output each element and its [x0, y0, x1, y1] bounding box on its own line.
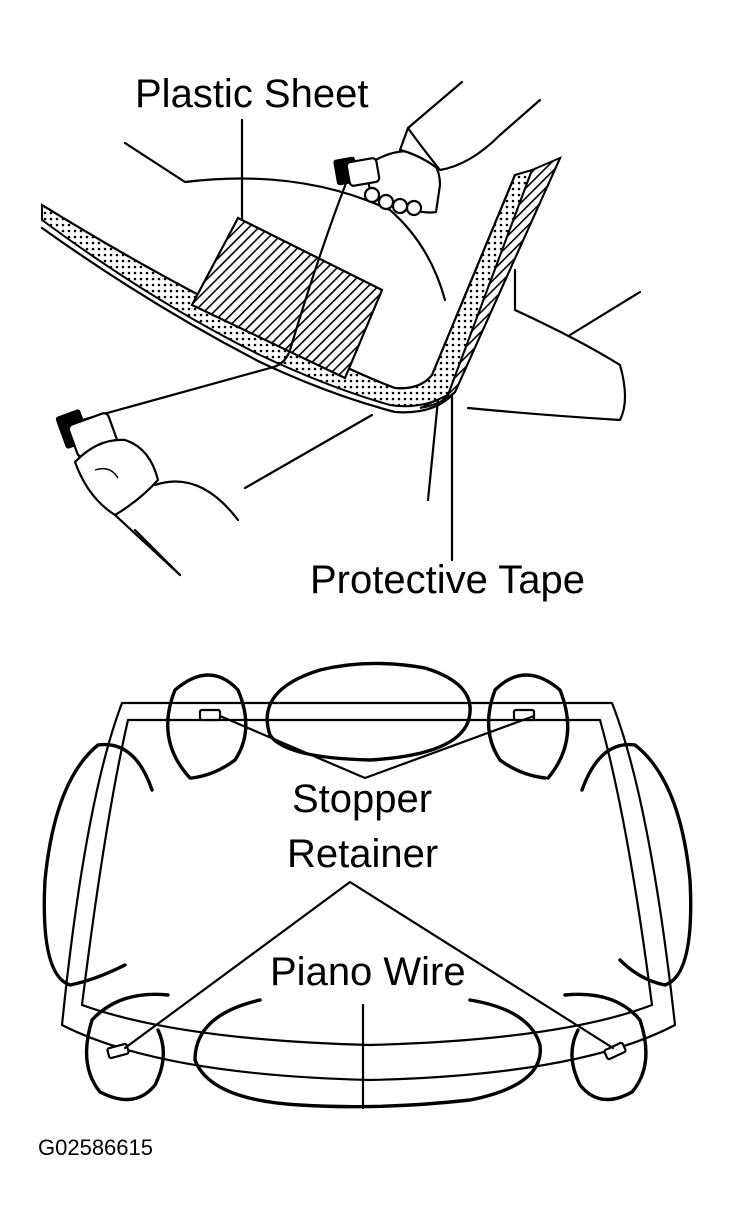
glass-edge-outer	[40, 156, 562, 414]
protective-tape-label: Protective Tape	[310, 558, 585, 602]
pillar-line	[568, 290, 642, 337]
retainer-leader	[123, 880, 615, 1050]
lower-body-line	[243, 413, 374, 490]
wire-loop-left	[42, 742, 154, 987]
wire-loop-bottom-left	[84, 992, 170, 1102]
retainer-label: Retainer	[287, 832, 438, 876]
wire-loop-right	[580, 742, 693, 987]
wire-loop-bottom-center	[193, 998, 542, 1109]
wire-loop-top-right	[486, 673, 570, 780]
wire-loop-top-left	[166, 673, 248, 780]
piano-wire-label: Piano Wire	[270, 950, 466, 994]
dashboard-outline	[466, 268, 627, 422]
plastic-sheet-label: Plastic Sheet	[135, 72, 368, 116]
piano-wire-bottom	[80, 366, 272, 422]
wire-loop-top-center	[265, 661, 472, 762]
piano-wire-top	[268, 176, 350, 370]
plastic-sheet	[190, 216, 384, 380]
lower-hand-icon	[55, 409, 240, 577]
stopper-label: Stopper	[292, 777, 432, 821]
windshield-inner-outline	[80, 718, 654, 1047]
windshield-top-view: Stopper Retainer Piano Wire	[42, 661, 693, 1110]
stopper-leader	[218, 714, 536, 780]
retainer-left	[106, 1042, 130, 1060]
upper-hand-icon	[333, 80, 542, 217]
stopper-left	[198, 708, 222, 722]
retainer-right	[603, 1041, 627, 1061]
figure-code: G02586615	[38, 1135, 153, 1160]
protective-tape-leader-2	[426, 398, 440, 502]
windshield-outer-outline	[60, 701, 677, 1082]
wire-loop-bottom-right	[563, 992, 648, 1102]
cutting-illustration: Plastic Sheet Protective Tape	[40, 72, 642, 602]
